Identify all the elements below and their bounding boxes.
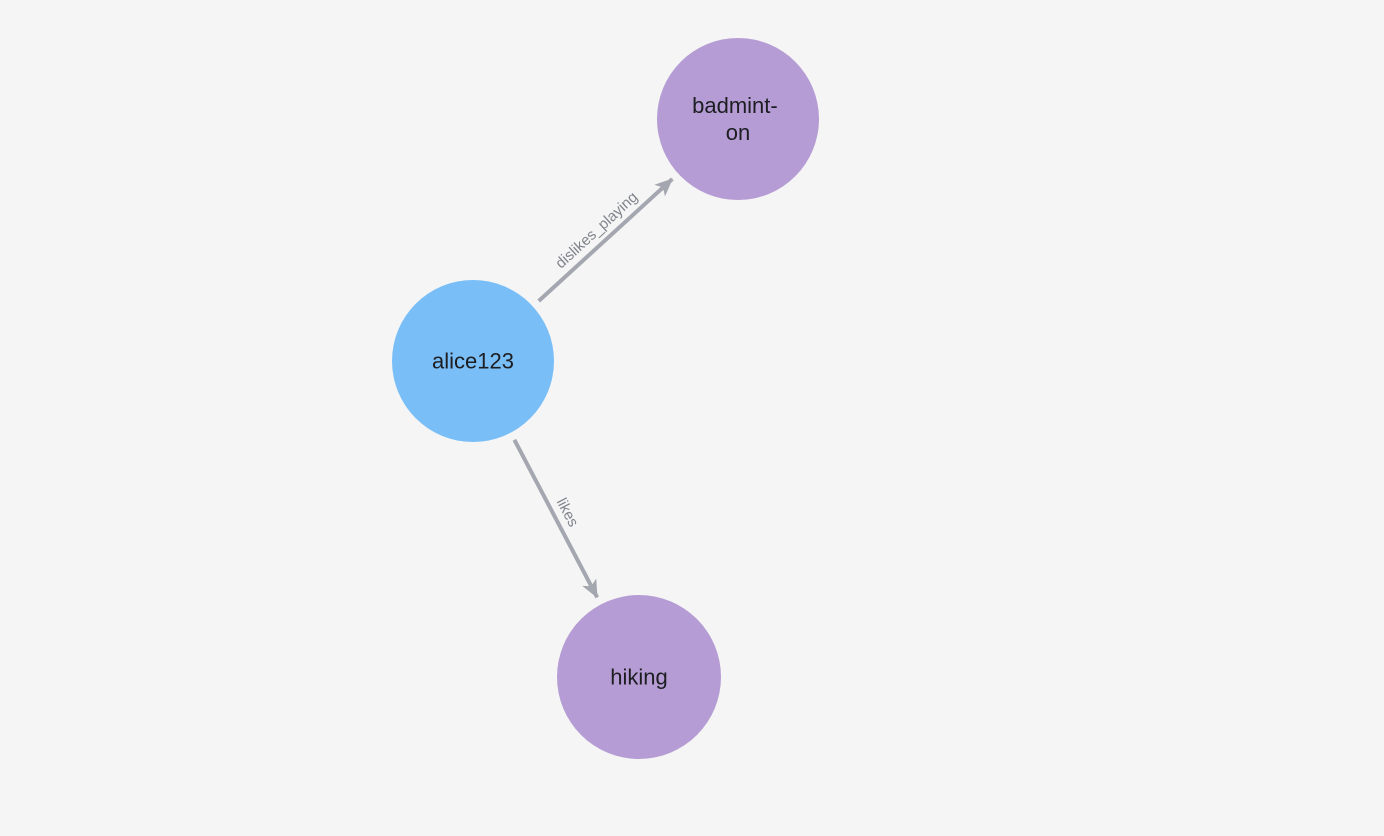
edge-line [512, 438, 599, 599]
edge-label: dislikes_playing [552, 189, 641, 272]
node-alice123[interactable]: alice123 [392, 280, 554, 442]
node-circle [392, 280, 554, 442]
node-hiking[interactable]: hiking [557, 595, 721, 759]
node-label: alice123 [432, 349, 514, 374]
edge-line [537, 177, 674, 303]
node-badminton[interactable]: badmint- on [657, 38, 819, 200]
node-circle [657, 38, 819, 200]
node-circle [557, 595, 721, 759]
node-label: hiking [610, 665, 667, 690]
edge-dislikes-playing[interactable]: dislikes_playing [537, 177, 674, 303]
node-label: badmint- on [692, 86, 784, 146]
edge-likes[interactable]: likes [512, 438, 599, 599]
